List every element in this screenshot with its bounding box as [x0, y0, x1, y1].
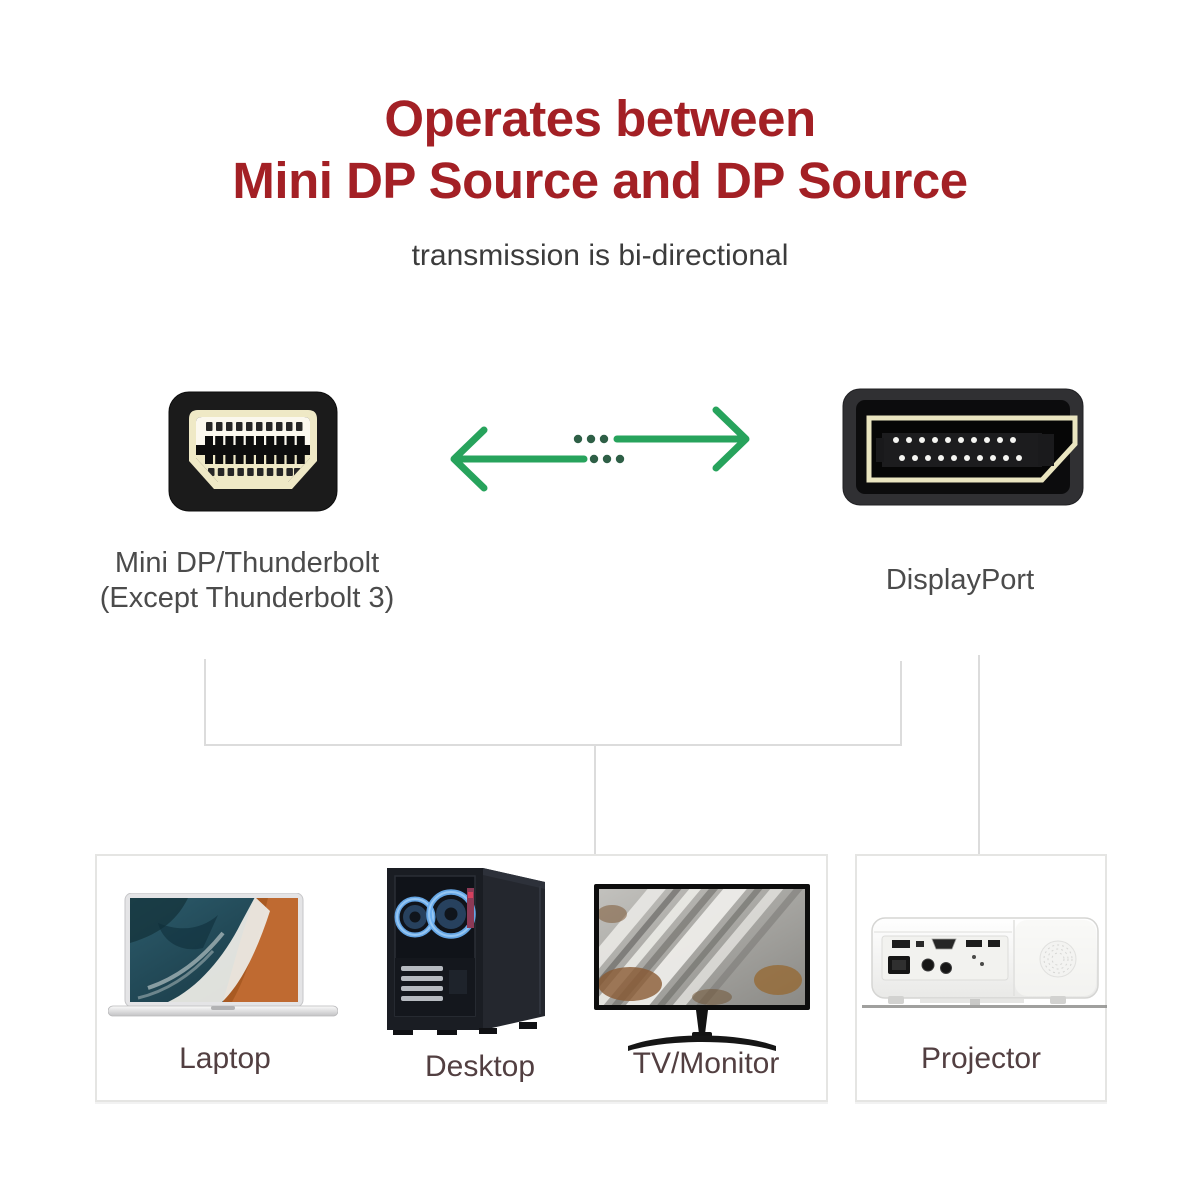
title-line-1: Operates between — [384, 90, 816, 147]
page-title: Operates between Mini DP Source and DP S… — [0, 88, 1200, 212]
tree-line-center-drop — [594, 746, 596, 855]
tv-monitor-image — [592, 882, 812, 1054]
mini-dp-label-line-1: Mini DP/Thunderbolt — [114, 547, 380, 579]
desktop-label: Desktop — [424, 1050, 536, 1083]
mini-dp-label: Mini DP/Thunderbolt (Except Thunderbolt … — [77, 546, 417, 616]
mini-dp-label-line-2: (Except Thunderbolt 3) — [99, 582, 395, 614]
displayport-label: DisplayPort — [885, 564, 1035, 596]
tree-line-right-vertical — [900, 661, 902, 746]
laptop-label: Laptop — [179, 1042, 271, 1075]
page-subtitle: transmission is bi-directional — [411, 239, 789, 272]
projector-image — [862, 912, 1107, 1014]
mini-displayport-connector-icon — [168, 391, 338, 512]
projector-label: Projector — [920, 1042, 1042, 1075]
title-line-2: Mini DP Source and DP Source — [232, 152, 968, 209]
laptop-image — [108, 893, 338, 1023]
desktop-image — [375, 862, 560, 1037]
tv-monitor-label: TV/Monitor — [632, 1047, 780, 1080]
tree-line-horizontal — [204, 744, 902, 746]
tree-line-left-vertical — [204, 659, 206, 746]
tree-line-projector-drop — [978, 655, 980, 855]
displayport-connector-icon — [842, 388, 1084, 506]
bidirectional-arrows-icon — [445, 395, 755, 495]
